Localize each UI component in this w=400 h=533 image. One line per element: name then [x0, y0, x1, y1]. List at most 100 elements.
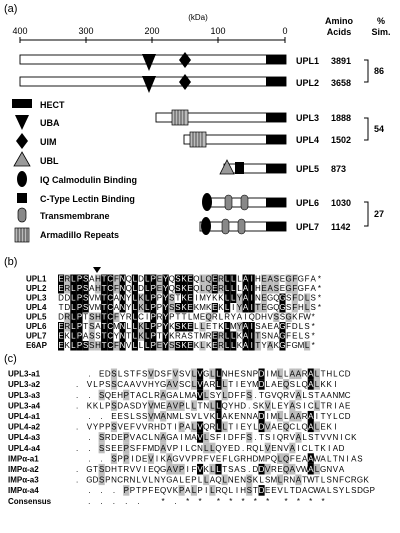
residue: S: [142, 370, 147, 379]
residue: S: [247, 476, 252, 485]
residue: P: [77, 275, 82, 284]
residue: E: [261, 275, 266, 284]
residue: V: [197, 391, 203, 400]
residue: L: [231, 294, 236, 303]
residue-shade: [181, 322, 188, 332]
residue: G: [166, 476, 172, 485]
residue-shade: [168, 341, 175, 351]
residue: R: [283, 433, 289, 442]
residue: F: [305, 284, 310, 293]
residue: N: [154, 433, 160, 442]
residue: L: [133, 275, 138, 284]
residue: H: [111, 465, 117, 474]
residue: L: [219, 313, 224, 322]
ubl-icon: [219, 159, 235, 175]
residue: C: [345, 391, 351, 400]
residue-shade: [199, 341, 206, 351]
residue: I: [347, 454, 349, 463]
residue: N: [120, 332, 126, 341]
residue: I: [236, 486, 238, 495]
residue-shade: [166, 463, 173, 475]
residue: L: [186, 444, 191, 453]
residue-shade: [221, 421, 228, 433]
residue: A: [302, 454, 308, 463]
residue: L: [200, 275, 205, 284]
residue: A: [253, 412, 259, 421]
residue: S: [240, 370, 245, 379]
residue: I: [334, 380, 336, 389]
residue: P: [151, 313, 156, 322]
residue-shade: [258, 485, 265, 496]
residue: K: [138, 294, 144, 303]
residue-shade: [295, 389, 302, 401]
residue: L: [71, 275, 76, 284]
residue: P: [105, 401, 110, 410]
residue-shade: [289, 410, 296, 422]
residue: K: [237, 332, 243, 341]
residue: H: [326, 370, 332, 379]
residue: S: [99, 433, 104, 442]
residue-shade: [279, 293, 286, 303]
residue: Q: [193, 284, 199, 293]
residue: K: [181, 303, 187, 312]
residue-shade: [254, 303, 261, 313]
residue-shade: [119, 341, 126, 351]
residue: K: [210, 412, 216, 421]
residue: V: [142, 476, 148, 485]
residue: L: [200, 322, 205, 331]
residue-shade: [107, 284, 114, 294]
residue: Q: [277, 391, 283, 400]
residue: L: [229, 454, 234, 463]
residue-shade: [205, 284, 212, 294]
residue-shade: [205, 274, 212, 284]
residue: Y: [126, 303, 132, 312]
residue-shade: [230, 341, 237, 351]
residue-shade: [215, 463, 222, 475]
residue: .: [88, 412, 90, 421]
residue: K: [274, 341, 280, 350]
sequence-name: UPL6: [26, 322, 47, 331]
uba-icon: [15, 115, 29, 130]
residue: S: [83, 294, 88, 303]
residue-shade: [209, 400, 216, 411]
residue: .: [88, 370, 90, 379]
residue: M: [271, 412, 278, 421]
residue-shade: [107, 312, 114, 322]
residue: D: [64, 294, 70, 303]
residue: I: [174, 423, 176, 432]
residue-shade: [119, 274, 126, 284]
protein-bar-upl5: [219, 159, 287, 175]
residue: Q: [249, 313, 255, 322]
residue-shade: [70, 331, 77, 341]
axis-tick-label: 200: [144, 26, 159, 36]
transmembrane-icon: [17, 207, 27, 223]
residue: A: [320, 391, 326, 400]
residue-shade: [224, 331, 231, 341]
residue: R: [126, 313, 132, 322]
protein-name: UPL3: [296, 113, 319, 123]
consensus-symbol: .: [113, 497, 115, 506]
residue: G: [267, 303, 273, 312]
iq-calmodulin-icon: [202, 193, 212, 211]
residue: K: [204, 465, 210, 474]
residue: L: [145, 322, 150, 331]
residue: F: [286, 322, 291, 331]
residue: R: [175, 332, 181, 341]
residue: A: [237, 313, 243, 322]
residue: V: [290, 433, 296, 442]
residue: .: [88, 454, 90, 463]
residue: P: [124, 444, 129, 453]
residue: K: [169, 322, 175, 331]
residue-shade: [307, 421, 314, 433]
residue: R: [123, 476, 129, 485]
residue: V: [265, 423, 271, 432]
residue-shade: [82, 284, 89, 294]
residue: .: [76, 465, 78, 474]
residue: V: [136, 380, 142, 389]
protein-bar-upl3: [155, 109, 287, 126]
residue: L: [309, 444, 314, 453]
residue: L: [222, 476, 227, 485]
legend-label: UBA: [40, 118, 60, 128]
residue: V: [136, 423, 142, 432]
residue: D: [105, 465, 111, 474]
